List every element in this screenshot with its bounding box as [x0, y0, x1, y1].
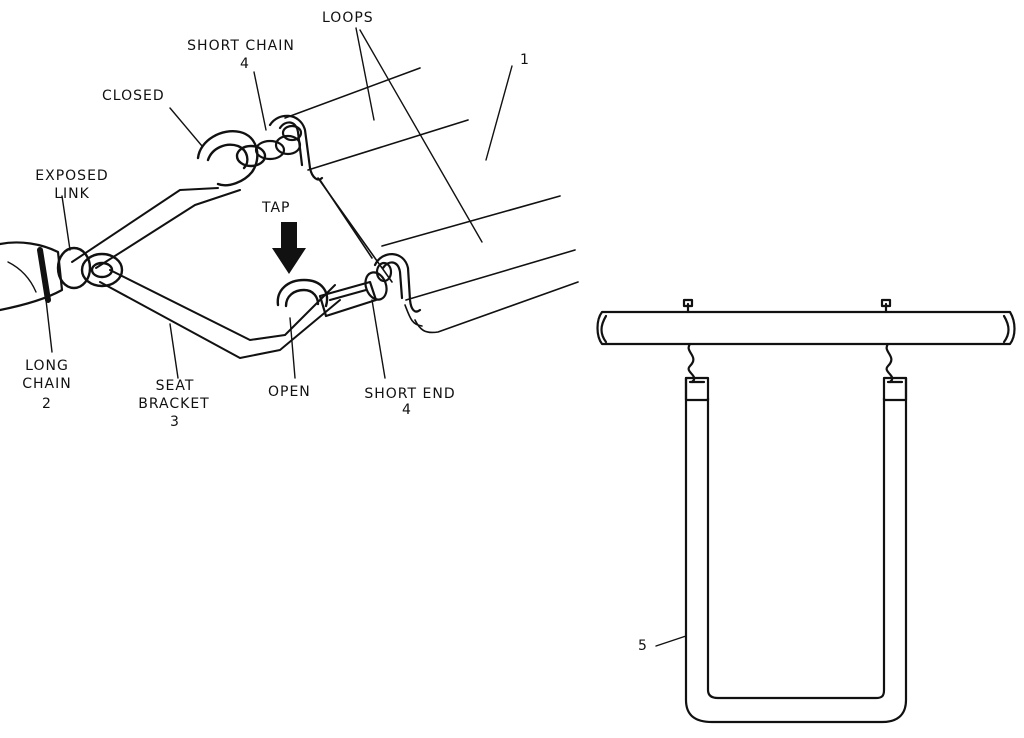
label-chain: CHAIN: [22, 376, 72, 392]
lower-loop: [373, 253, 422, 313]
label-long: LONG: [25, 358, 69, 374]
label-short-chain-number: 4: [240, 56, 250, 72]
label-short-chain: SHORT CHAIN: [187, 38, 295, 54]
label-seat-bracket-number: 3: [170, 414, 180, 430]
upper-loop: [268, 114, 324, 181]
closed-hook: [196, 130, 267, 187]
short-chain-top: [254, 124, 303, 161]
short-end-chain: [318, 261, 393, 318]
label-exposed: EXPOSED: [35, 168, 109, 184]
tap-arrow-icon: [272, 222, 306, 274]
label-bracket: BRACKET: [138, 396, 210, 412]
seat-bracket-detail: [0, 27, 579, 379]
bolts: [682, 298, 892, 314]
label-short-end-number: 4: [402, 402, 412, 418]
label-loops: LOOPS: [322, 10, 374, 26]
label-short-end: SHORT END: [364, 386, 456, 402]
label-closed: CLOSED: [102, 88, 165, 104]
hanger-clips: [687, 342, 894, 384]
u-frame-outer: [684, 376, 908, 724]
seat-bracket-wire: [71, 187, 341, 359]
label-open: OPEN: [268, 384, 311, 400]
label-part-1: 1: [520, 52, 530, 68]
label-seat: SEAT: [155, 378, 195, 394]
label-link: LINK: [54, 186, 90, 202]
exposed-link: [56, 246, 124, 290]
label-tap: TAP: [262, 200, 291, 216]
label-long-chain-number: 2: [42, 396, 52, 412]
seat-fabric: [284, 67, 579, 334]
open-hook: [276, 278, 329, 308]
long-chain-end: [0, 241, 64, 312]
seat-frame-detail: [596, 298, 1016, 724]
leader-lines: [45, 27, 513, 379]
label-part-5: 5: [638, 638, 648, 654]
part-5-leader: [655, 635, 687, 647]
top-bar: [596, 310, 1016, 346]
u-frame-inner: [706, 396, 886, 700]
